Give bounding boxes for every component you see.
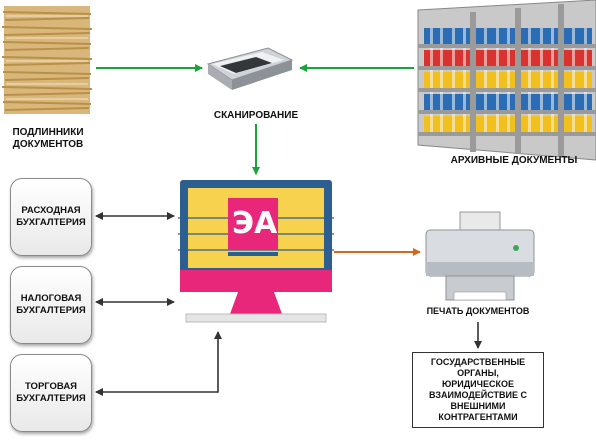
expense-accounting-box: РАСХОДНАЯ БУХГАЛТЕРИЯ xyxy=(10,178,92,256)
tax-accounting-box: НАЛОГОВАЯ БУХГАЛТЕРИЯ xyxy=(10,266,92,344)
trade-accounting-box: ТОРГОВАЯ БУХГАЛТЕРИЯ xyxy=(10,354,92,432)
scanning-label: СКАНИРОВАНИЕ xyxy=(213,110,299,121)
originals-label: ПОДЛИННИКИ ДОКУМЕНТОВ xyxy=(12,127,84,150)
printer-icon xyxy=(425,211,535,301)
scanner-icon xyxy=(206,47,294,90)
arrow-trade-accounting xyxy=(95,331,222,396)
monitor-icon xyxy=(178,180,334,323)
printing-label: ПЕЧАТЬ ДОКУМЕНТОВ xyxy=(426,306,530,316)
paper-stack-icon xyxy=(1,6,93,114)
ea-logo-box xyxy=(228,198,278,250)
archive-shelves-icon xyxy=(417,0,596,161)
archive-label: АРХИВНЫЕ ДОКУМЕНТЫ xyxy=(450,155,578,166)
external-parties-box: ГОСУДАРСТВЕННЫЕ ОРГАНЫ, ЮРИДИЧЕСКОЕ ВЗАИ… xyxy=(412,352,544,428)
ea-logo-text: ЭА xyxy=(232,206,278,241)
